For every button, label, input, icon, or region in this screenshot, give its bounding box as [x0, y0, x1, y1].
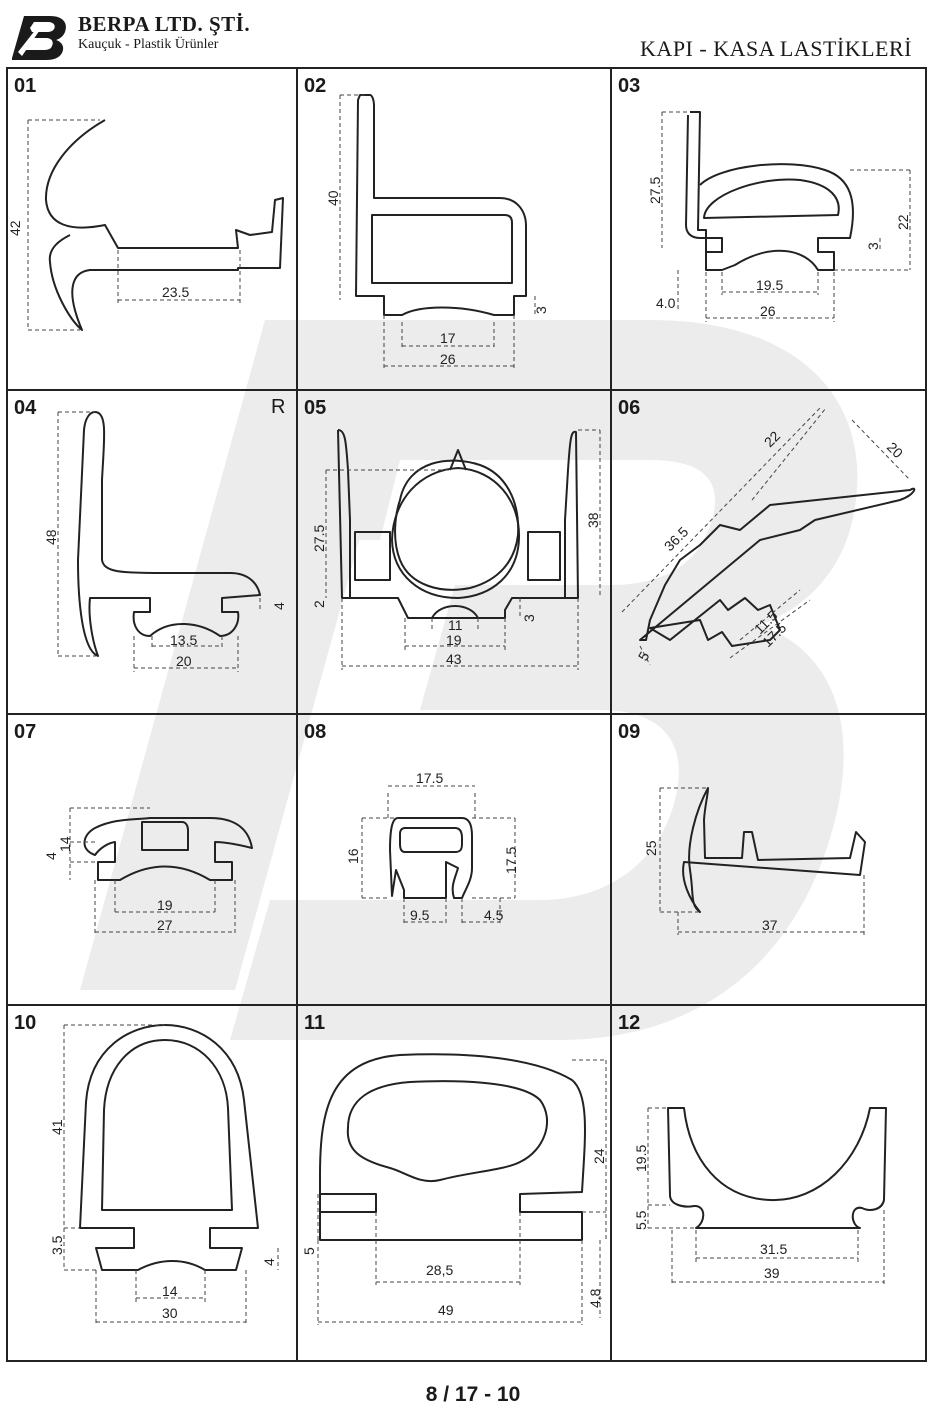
dimension-label: 17 [440, 330, 456, 346]
dimension-label: 14 [57, 836, 73, 852]
product-number: 03 [618, 75, 641, 97]
page-number: 8 / 17 - 10 [425, 1383, 521, 1406]
dimension-label: 22 [761, 428, 783, 450]
dimension-label: 20 [176, 653, 192, 669]
dimension-label: 42 [7, 220, 23, 236]
product-number: 10 [14, 1012, 37, 1034]
product-number: 07 [14, 721, 37, 743]
dimension-label: 26 [440, 351, 456, 367]
dimension-label: 49 [438, 1302, 454, 1318]
product-number: 08 [304, 721, 327, 743]
dimension-label: 5 [635, 649, 653, 664]
dimension-label: 13.5 [170, 632, 197, 648]
dimension-label: 19 [446, 632, 462, 648]
dimension-label: 24 [591, 1148, 607, 1164]
product-number: 06 [618, 397, 641, 419]
dimension-label: 4 [271, 602, 287, 610]
catalog-title: KAPI - KASA LASTİKLERİ [640, 36, 912, 61]
dimension-label: 27.5 [311, 525, 327, 552]
dimension-label: 17.5 [416, 770, 443, 786]
dimension-label: 20 [884, 439, 906, 461]
dimension-label: 17.5 [503, 847, 519, 874]
product-suffix: R [271, 396, 286, 418]
dimension-label: 4.0 [656, 295, 676, 311]
product-number: 05 [304, 397, 327, 419]
dimension-label: 41 [49, 1119, 65, 1135]
grid-divider [6, 389, 927, 391]
dimension-label: 19.5 [633, 1145, 649, 1172]
dimension-label: 3.5 [49, 1235, 65, 1255]
dimension-label: 19 [157, 897, 173, 913]
company-name: BERPA LTD. ŞTİ. [78, 12, 251, 36]
dimension-label: 9.5 [410, 907, 430, 923]
dimension-label: 4 [261, 1258, 277, 1266]
grid-divider [6, 1004, 927, 1006]
dimension-label: 23.5 [162, 284, 189, 300]
product-number: 09 [618, 721, 641, 743]
product-number: 12 [618, 1012, 641, 1034]
dimension-label: 26 [760, 303, 776, 319]
dimension-label: 39 [764, 1265, 780, 1281]
dimension-label: 16 [345, 848, 361, 864]
dimension-label: 3 [521, 614, 537, 622]
dimension-label: 43 [446, 651, 462, 667]
dimension-label: 40 [325, 190, 341, 206]
berpa-logo-icon [12, 16, 66, 60]
dimension-label: 3 [865, 242, 881, 250]
dimension-label: 4,8 [587, 1288, 603, 1308]
dimension-label: 5.5 [633, 1210, 649, 1230]
dimension-label: 31.5 [760, 1241, 787, 1257]
dimension-label: 48 [43, 529, 59, 545]
dimension-label: 22 [895, 214, 911, 230]
dimension-label: 3 [533, 306, 549, 314]
dimension-label: 27 [157, 917, 173, 933]
dimension-label: 25 [643, 840, 659, 856]
dimension-label: 4 [43, 852, 59, 860]
page-header: BERPA LTD. ŞTİ. Kauçuk - Plastik Ürünler… [0, 0, 946, 66]
dimension-label: 11 [448, 617, 463, 633]
dimension-label: 14 [162, 1283, 178, 1299]
dimension-label: 27.5 [647, 177, 663, 204]
dimension-label: 28,5 [426, 1262, 453, 1278]
product-number: 02 [304, 75, 327, 97]
product-number: 01 [14, 75, 37, 97]
dimension-label: 5 [301, 1247, 317, 1255]
dimension-label: 19.5 [756, 277, 783, 293]
dimension-label: 4.5 [484, 907, 504, 923]
product-number: 11 [304, 1012, 326, 1034]
grid-divider [6, 713, 927, 715]
dimension-label: 38 [585, 512, 601, 528]
dimension-label: 2 [311, 600, 327, 608]
product-number: 04 [14, 397, 37, 419]
company-tagline: Kauçuk - Plastik Ürünler [78, 37, 219, 52]
dimension-label: 37 [762, 917, 778, 933]
dimension-label: 30 [162, 1305, 178, 1321]
dimension-label: 36.5 [661, 523, 692, 554]
